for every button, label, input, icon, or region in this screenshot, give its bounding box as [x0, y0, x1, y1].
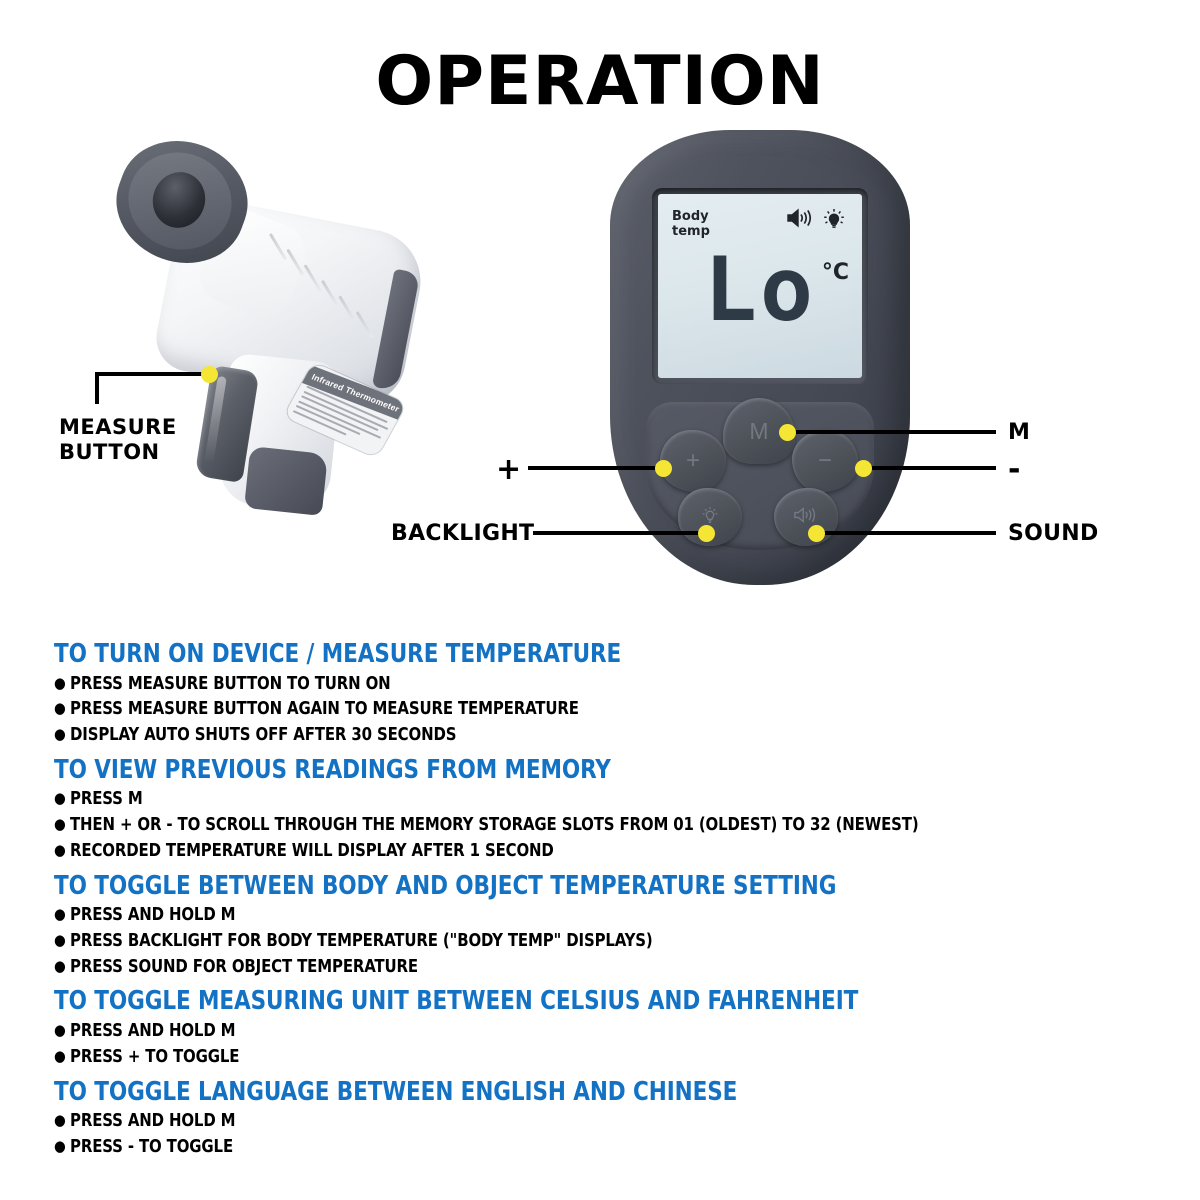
memory-button[interactable]: M	[723, 398, 795, 464]
instruction-section-heading: TO TURN ON DEVICE / MEASURE TEMPERATURE	[54, 639, 622, 669]
figure-area: Infrared Thermometer Body temp	[0, 110, 1200, 620]
backlight-button[interactable]	[678, 488, 742, 546]
instruction-section: TO VIEW PREVIOUS READINGS FROM MEMORY●PR…	[54, 754, 1154, 865]
bullet-icon: ●	[54, 931, 66, 949]
lcd-screen: Body temp	[658, 194, 862, 378]
bullet-icon: ●	[54, 1046, 66, 1065]
bullet-icon: ●	[54, 673, 66, 692]
bullet-icon: ●	[54, 1111, 66, 1130]
instruction-item: ●PRESS M	[54, 787, 1154, 813]
instruction-item: ●PRESS MEASURE BUTTON TO TURN ON	[54, 672, 1154, 698]
instruction-item-text: PRESS MEASURE BUTTON TO TURN ON	[69, 673, 391, 694]
instruction-item: ●PRESS AND HOLD M	[54, 903, 1154, 929]
instruction-items: ●PRESS AND HOLD M●PRESS BACKLIGHT FOR BO…	[54, 903, 1154, 980]
instruction-section: TO TOGGLE BETWEEN BODY AND OBJECT TEMPER…	[54, 870, 1154, 981]
instruction-items: ●PRESS AND HOLD M●PRESS + TO TOGGLE	[54, 1019, 1154, 1070]
instruction-item-text: DISPLAY AUTO SHUTS OFF AFTER 30 SECONDS	[69, 725, 456, 746]
minus-button[interactable]: −	[792, 430, 858, 492]
instruction-section: TO TURN ON DEVICE / MEASURE TEMPERATURE●…	[54, 638, 1154, 749]
instruction-section-heading: TO TOGGLE LANGUAGE BETWEEN ENGLISH AND C…	[54, 1076, 738, 1107]
instruction-item-text: PRESS AND HOLD M	[69, 1021, 236, 1042]
instruction-item: ●PRESS - TO TOGGLE	[54, 1135, 1154, 1161]
instruction-item-text: PRESS SOUND FOR OBJECT TEMPERATURE	[69, 956, 418, 977]
instruction-item: ●PRESS + TO TOGGLE	[54, 1045, 1154, 1071]
bullet-icon: ●	[54, 1021, 66, 1040]
instruction-items: ●PRESS AND HOLD M●PRESS - TO TOGGLE	[54, 1109, 1154, 1160]
sound-button[interactable]	[774, 488, 838, 546]
gun-grip-base	[243, 446, 329, 516]
instruction-item-text: PRESS MEASURE BUTTON AGAIN TO MEASURE TE…	[69, 699, 579, 720]
instruction-item-text: PRESS + TO TOGGLE	[69, 1046, 239, 1067]
instruction-item: ●RECORDED TEMPERATURE WILL DISPLAY AFTER…	[54, 839, 1154, 865]
backlight-icon	[822, 208, 846, 235]
plus-button-label: +	[685, 447, 700, 474]
bullet-icon: ●	[54, 815, 66, 834]
instruction-item: ●PRESS BACKLIGHT FOR BODY TEMPERATURE ("…	[54, 929, 1154, 955]
instruction-section-heading: TO TOGGLE BETWEEN BODY AND OBJECT TEMPER…	[54, 870, 837, 901]
instruction-item: ●PRESS AND HOLD M	[54, 1019, 1154, 1045]
bullet-icon: ●	[54, 840, 66, 859]
instruction-section: TO TOGGLE LANGUAGE BETWEEN ENGLISH AND C…	[54, 1076, 1154, 1161]
bullet-icon: ●	[54, 1136, 66, 1155]
sound-speaker-icon	[793, 506, 819, 529]
plus-button[interactable]: +	[660, 430, 726, 492]
bullet-icon: ●	[54, 905, 66, 924]
instruction-item-text: PRESS BACKLIGHT FOR BODY TEMPERATURE ("B…	[69, 931, 653, 951]
instruction-item-text: PRESS AND HOLD M	[69, 905, 236, 926]
backlight-bulb-icon	[699, 504, 721, 531]
bullet-icon: ●	[54, 725, 66, 744]
page-title: OPERATION	[375, 42, 825, 121]
instruction-item: ●PRESS SOUND FOR OBJECT TEMPERATURE	[54, 955, 1154, 981]
thermometer-rear-panel: Body temp	[610, 130, 910, 585]
instruction-item: ●THEN + OR - TO SCROLL THROUGH THE MEMOR…	[54, 813, 1154, 839]
bullet-icon: ●	[54, 699, 66, 718]
instruction-item-text: RECORDED TEMPERATURE WILL DISPLAY AFTER …	[69, 840, 554, 861]
instruction-item: ●DISPLAY AUTO SHUTS OFF AFTER 30 SECONDS	[54, 723, 1154, 749]
infrared-thermometer-gun: Infrared Thermometer	[95, 120, 455, 516]
instruction-items: ●PRESS M●THEN + OR - TO SCROLL THROUGH T…	[54, 787, 1154, 864]
instruction-item-text: PRESS M	[69, 789, 143, 810]
instruction-item-text: PRESS - TO TOGGLE	[69, 1136, 233, 1157]
bullet-icon: ●	[54, 789, 66, 808]
instruction-item: ●PRESS AND HOLD M	[54, 1109, 1154, 1135]
instruction-list: TO TURN ON DEVICE / MEASURE TEMPERATURE●…	[54, 638, 1154, 1166]
instruction-items: ●PRESS MEASURE BUTTON TO TURN ON●PRESS M…	[54, 672, 1154, 749]
minus-button-label: −	[817, 447, 832, 474]
lcd-unit: °C	[821, 260, 849, 285]
instruction-item-text: THEN + OR - TO SCROLL THROUGH THE MEMORY…	[69, 815, 919, 836]
lcd-mode-line1: Body	[672, 209, 709, 224]
lcd-mode-label: Body temp	[672, 209, 710, 239]
sound-icon	[786, 208, 813, 233]
instruction-item: ●PRESS MEASURE BUTTON AGAIN TO MEASURE T…	[54, 697, 1154, 723]
bullet-icon: ●	[54, 956, 66, 975]
instruction-section-heading: TO TOGGLE MEASURING UNIT BETWEEN CELSIUS…	[54, 986, 859, 1017]
lcd-mode-line2: temp	[672, 223, 710, 239]
memory-button-label: M	[749, 417, 769, 444]
lcd-status-icons	[786, 208, 846, 235]
instruction-section-heading: TO VIEW PREVIOUS READINGS FROM MEMORY	[54, 754, 611, 785]
instruction-item-text: PRESS AND HOLD M	[69, 1111, 236, 1132]
lcd-reading: Lo	[704, 238, 816, 341]
instruction-section: TO TOGGLE MEASURING UNIT BETWEEN CELSIUS…	[54, 985, 1154, 1070]
